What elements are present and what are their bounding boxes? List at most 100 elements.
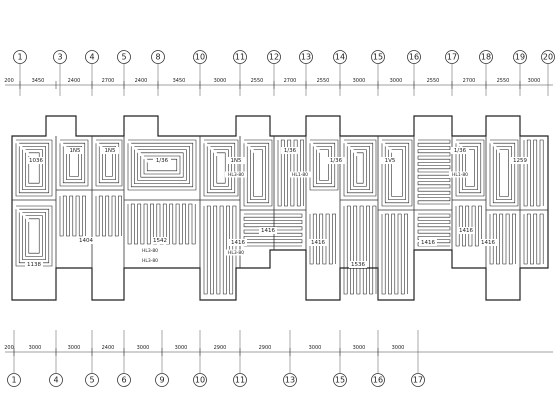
heating-coil — [489, 139, 519, 207]
label-plate — [229, 239, 247, 246]
dimension-value: 2700 — [284, 78, 297, 84]
room-label: 1V5 — [385, 158, 396, 164]
dimension-value: 3000 — [214, 78, 227, 84]
heating-coil — [523, 213, 544, 265]
heating-coil — [203, 139, 239, 197]
axis-bubble — [333, 50, 347, 64]
axis-bubble — [333, 373, 347, 387]
room-label: 1536 — [351, 262, 365, 268]
axis-bubble — [7, 373, 21, 387]
label-plate — [259, 227, 277, 234]
axis-bubble — [479, 50, 493, 64]
axis-number: 15 — [373, 53, 383, 62]
heating-coil — [381, 139, 413, 207]
dimension-value: 200 — [4, 78, 14, 84]
axis-bubble — [407, 50, 421, 64]
room-label: 1N5 — [69, 148, 81, 154]
circuit-tag: HL3-80 — [228, 172, 244, 178]
heating-coil — [59, 139, 89, 187]
dimension-value: 2400 — [135, 78, 148, 84]
axis-number: 1 — [17, 53, 22, 62]
heating-coil — [489, 213, 516, 265]
room-label: 1N5 — [230, 158, 242, 164]
dimension-value: 3000 — [353, 345, 366, 351]
axis-number: 3 — [57, 53, 62, 62]
dimension-value: 2900 — [214, 345, 227, 351]
heating-coil — [455, 205, 482, 247]
axis-number: 9 — [159, 376, 164, 385]
tag-plate — [225, 171, 247, 178]
room-label: 1416 — [481, 240, 495, 246]
axis-number: 12 — [269, 53, 279, 62]
dimension-value: 3000 — [29, 345, 42, 351]
tag-plate — [289, 171, 311, 178]
dimension-value: 2700 — [463, 78, 476, 84]
dimension-value: 2550 — [317, 78, 330, 84]
room-label: 1138 — [27, 262, 41, 268]
heating-coil — [309, 139, 339, 191]
axis-number: 4 — [53, 376, 58, 385]
axis-number: 18 — [481, 53, 491, 62]
circuit-tag: HL3-80 — [142, 258, 158, 264]
label-plate — [451, 147, 469, 154]
label-plate — [27, 157, 45, 164]
circuit-tag: HL1-80 — [452, 172, 468, 178]
axis-bubble — [155, 373, 169, 387]
circuit-tag: HL3-80 — [228, 250, 244, 256]
axis-number: 5 — [121, 53, 126, 62]
axis-number: 8 — [155, 53, 160, 62]
dimension-value: 3450 — [32, 78, 45, 84]
room-label: 1416 — [261, 228, 275, 234]
heating-coil — [15, 205, 53, 267]
label-plate — [281, 147, 299, 154]
label-plate — [25, 261, 43, 268]
heating-coil — [59, 195, 86, 237]
axis-number: 11 — [235, 376, 245, 385]
axis-bubble — [193, 50, 207, 64]
label-plate — [479, 239, 497, 246]
heating-coil — [523, 139, 544, 207]
axis-bubble — [85, 50, 99, 64]
dimension-value: 2550 — [497, 78, 510, 84]
label-plate — [419, 239, 437, 246]
tag-plate — [139, 247, 161, 254]
dimension-value: 2550 — [427, 78, 440, 84]
label-plate — [153, 157, 171, 164]
dimension-value: 3000 — [353, 78, 366, 84]
room-label: 1/36 — [156, 158, 169, 164]
label-plate — [457, 227, 475, 234]
room-label: 1036 — [29, 158, 43, 164]
label-plate — [101, 147, 119, 154]
axis-bubble — [53, 50, 67, 64]
axis-bubble — [233, 50, 247, 64]
heating-coil — [95, 195, 122, 237]
axis-bubble — [513, 50, 527, 64]
axis-number: 17 — [413, 376, 423, 385]
circuit-tag: HL3-80 — [142, 248, 158, 254]
axis-number: 17 — [447, 53, 457, 62]
label-plate — [77, 237, 95, 244]
heating-coil — [15, 139, 53, 197]
axis-bubble — [193, 373, 207, 387]
heating-coil — [381, 213, 408, 295]
axis-bubble — [299, 50, 313, 64]
dimension-value: 3000 — [392, 345, 405, 351]
room-label: 1416 — [459, 228, 473, 234]
heating-coils — [15, 139, 544, 295]
axis-bubble — [371, 50, 385, 64]
dimension-value: 3000 — [68, 345, 81, 351]
heating-coil — [455, 139, 485, 197]
heating-coil — [343, 205, 377, 295]
dimension-value: 2400 — [102, 345, 115, 351]
heating-coil — [417, 139, 451, 205]
dimension-value: 3450 — [173, 78, 186, 84]
dimension-value: 3000 — [175, 345, 188, 351]
label-plate — [309, 239, 327, 246]
axis-bubble — [13, 50, 27, 64]
axis-bubble — [117, 50, 131, 64]
room-label: 1416 — [421, 240, 435, 246]
